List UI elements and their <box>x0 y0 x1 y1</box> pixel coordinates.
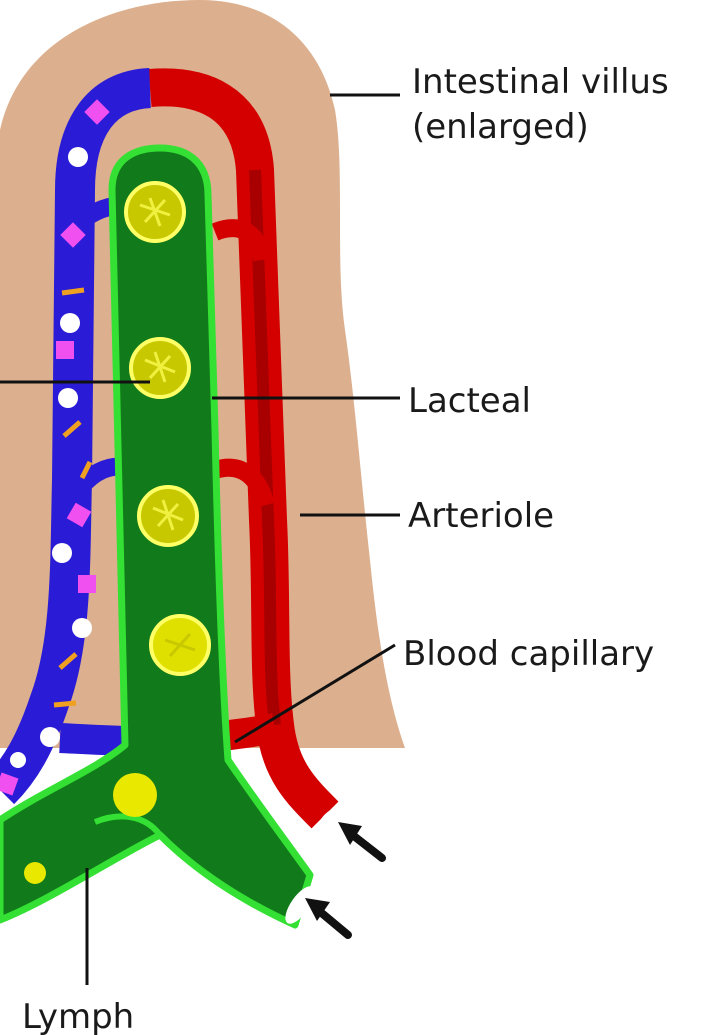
fat-droplet <box>24 862 46 884</box>
particle-white <box>72 618 92 638</box>
particle-pink <box>56 341 74 359</box>
particle-orange <box>61 287 85 296</box>
fat-droplet <box>124 181 186 243</box>
particle-orange <box>58 652 78 670</box>
leader-blood-capillary <box>234 643 396 744</box>
particle-orange <box>53 700 77 708</box>
lymph-divider <box>93 813 163 837</box>
arrow-icon <box>305 898 352 939</box>
label-intestinal-villus: Intestinal villus <box>412 62 669 102</box>
particle-orange <box>62 420 82 438</box>
fat-droplet <box>149 614 211 676</box>
particle-pink <box>0 772 19 796</box>
fat-droplet <box>129 337 191 399</box>
label-enlarged: (enlarged) <box>412 107 589 147</box>
fat-droplet <box>137 485 199 547</box>
absorbed-particles <box>0 99 110 796</box>
lymph-opening <box>285 886 315 924</box>
label-arteriole: Arteriole <box>408 496 554 536</box>
arteriole-opening <box>317 808 343 836</box>
arteriole-branch-upper <box>211 219 271 262</box>
particle-white <box>40 727 60 747</box>
particle-white <box>10 752 26 768</box>
particle-orange <box>79 460 93 480</box>
particle-pink <box>66 502 92 528</box>
fat-droplet <box>113 773 157 817</box>
particle-pink <box>78 575 96 593</box>
label-blood-capillary: Blood capillary <box>403 634 654 674</box>
arteriole-branch-lower <box>212 458 275 508</box>
particle-white <box>58 388 78 408</box>
particle-pink <box>84 99 110 125</box>
label-lacteal: Lacteal <box>408 381 531 421</box>
arrow-icon <box>338 822 386 862</box>
particle-white <box>52 543 72 563</box>
particle-white <box>68 147 88 167</box>
particle-white <box>60 313 80 333</box>
arteriole-shade <box>249 169 281 726</box>
label-lymph: Lymph <box>22 997 134 1035</box>
